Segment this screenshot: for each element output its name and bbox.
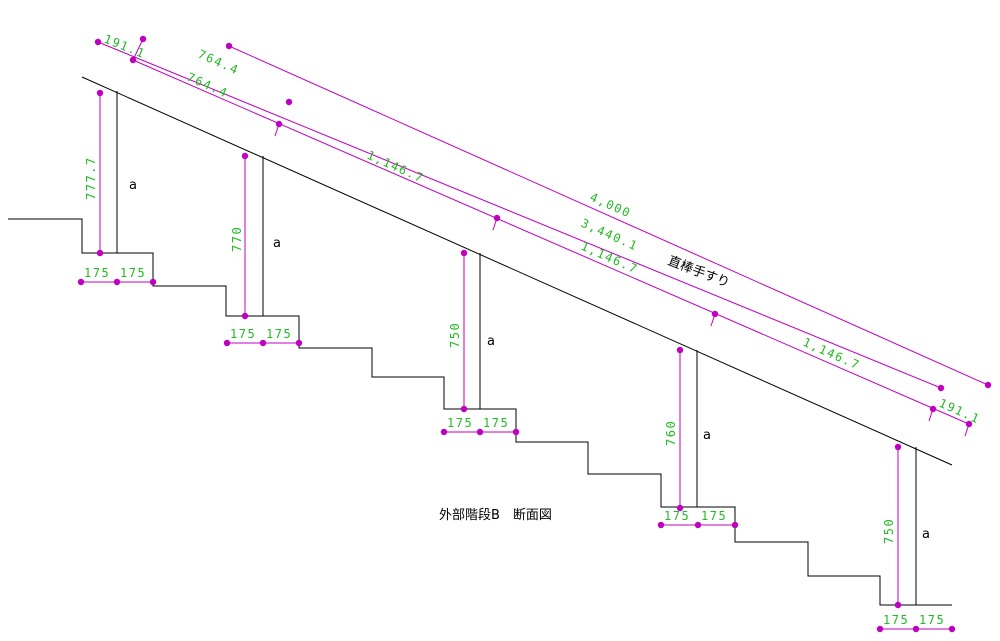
base-dim-4-right: 175	[701, 509, 727, 523]
base-dim-5-right: 175	[919, 613, 945, 627]
post-height-dimensions	[96, 89, 902, 609]
post-height-3: 750	[448, 322, 462, 348]
post-height-2: 770	[230, 226, 244, 252]
base-dim-5-left: 175	[883, 613, 909, 627]
dim-end-offset-bottom: 191.1	[937, 396, 983, 427]
dim-end-offset-top: 191.1	[102, 32, 148, 61]
base-dim-1-left: 175	[84, 266, 110, 280]
base-dim-2-left: 175	[230, 327, 256, 341]
dim-first-span-lower: 764.4	[185, 70, 231, 101]
base-dim-2-right: 175	[266, 327, 292, 341]
dim-span-1: 1,146.7	[365, 148, 426, 186]
base-dim-4-left: 175	[664, 509, 690, 523]
post-label-3: a	[487, 334, 495, 349]
post-label-2: a	[273, 236, 281, 251]
base-dim-1-right: 175	[120, 266, 146, 280]
dim-span-3: 1,146.7	[801, 335, 862, 373]
base-dim-3-left: 175	[447, 416, 473, 430]
post-label-1: a	[129, 178, 137, 193]
dim-first-span-upper: 764.4	[196, 47, 242, 78]
base-dimensions	[77, 278, 956, 633]
posts	[116, 91, 917, 605]
post-height-5: 750	[882, 518, 896, 544]
handrail-line	[81, 76, 953, 466]
post-label-5: a	[922, 527, 930, 542]
drawing-title: 外部階段B 断面図	[439, 508, 552, 523]
base-dim-3-right: 175	[483, 416, 509, 430]
handrail-label: 直棒手すり	[666, 254, 732, 291]
inclined-dimensions	[94, 35, 992, 437]
post-height-1: 777.7	[84, 156, 98, 200]
post-height-4: 760	[664, 420, 678, 446]
post-label-4: a	[703, 428, 711, 443]
